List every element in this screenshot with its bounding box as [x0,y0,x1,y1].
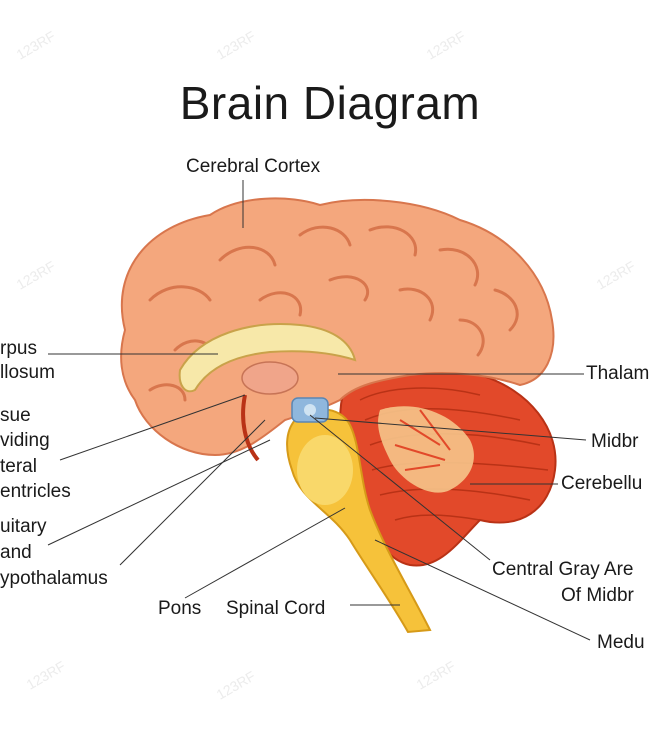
brainstem-shape [286,397,432,634]
label-corpus-callosum-line2: llosum [0,362,55,383]
leader-pons [184,507,346,599]
watermark-text: 123RF [214,28,258,63]
leader-hypothalamus [119,419,266,566]
label-cerebral-cortex: Cerebral Cortex [186,156,321,177]
watermark-text: 123RF [14,258,58,293]
label-tissue-line4: entricles [0,481,71,502]
watermark-text: 123RF [424,28,468,63]
label-hypothalamus: ypothalamus [0,568,108,589]
label-tissue-line2: viding [0,430,50,451]
watermark-text: 123RF [214,668,258,703]
watermark-text: 123RF [14,28,58,63]
watermark-text: 123RF [594,258,638,293]
label-tissue-line1: sue [0,405,31,426]
label-corpus-callosum-line1: rpus [0,338,37,359]
cerebellum-shape [339,363,557,567]
label-midbrain: Midbr [591,431,639,452]
label-pituitary-line2: and [0,542,32,563]
label-central-gray-line2: Of Midbr [561,585,634,606]
leader-midbrain [314,417,587,441]
watermark-text: 123RF [414,658,458,693]
label-cerebellum: Cerebellu [561,473,643,494]
label-pons: Pons [158,598,202,619]
watermark-text: 123RF [24,658,68,693]
label-tissue-line3: teral [0,456,37,477]
cerebrum-shape [120,197,555,462]
label-central-gray-line1: Central Gray Are [492,559,634,580]
label-spinal-cord: Spinal Cord [226,598,326,619]
leader-medulla [374,539,591,641]
label-medulla: Medu [597,632,645,653]
leader-pituitary [47,439,271,546]
label-pituitary-line1: uitary [0,516,47,537]
leader-tissue [59,394,246,461]
leader-lines [47,180,591,641]
label-thalamus: Thalam [586,363,650,384]
leader-central-gray [309,414,491,561]
page-title: Brain Diagram [179,77,481,129]
